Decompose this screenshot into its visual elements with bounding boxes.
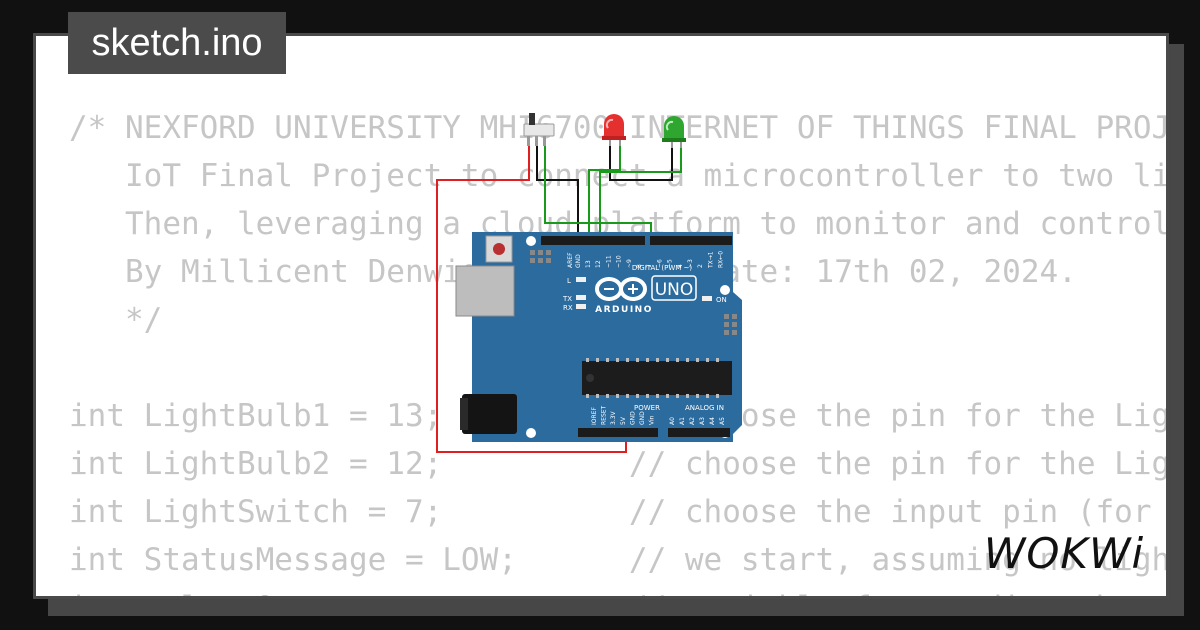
red-wire xyxy=(436,145,627,453)
led-rx-label: RX xyxy=(563,304,573,312)
analog-pin-label: A4 xyxy=(709,417,716,425)
code-line: IoT Final Project to connect a microcont… xyxy=(124,158,1169,194)
code-line: By Millicent Denwigwe Date: 17th 02, 202… xyxy=(124,254,1077,290)
pin-label-gnd: GND xyxy=(575,254,582,268)
digital-pin-label: ~9 xyxy=(626,259,633,268)
arduino-uno-board: UNO ARDUINO DIGITAL (PWM ~) L TX RX ON P… xyxy=(455,232,742,442)
led-tx-label: TX xyxy=(562,295,572,303)
digital-pin-label: 8 xyxy=(636,264,643,268)
slide-switch xyxy=(523,113,555,146)
wires xyxy=(436,143,682,453)
power-pin-label: GND xyxy=(629,411,636,425)
power-pin-label: Vin xyxy=(649,415,656,425)
analog-pin-label: A5 xyxy=(719,417,726,425)
digital-pin-label: ~5 xyxy=(667,259,674,268)
code-line: int LightBulb1 = 13; // choose the pin f… xyxy=(69,398,1169,434)
board-brand-label: ARDUINO xyxy=(595,305,653,315)
black-wire-switch xyxy=(536,145,579,240)
code-line: /* NEXFORD UNIVERSITY MHI6700 INTERNET O… xyxy=(69,110,1169,146)
power-pin-label: IOREF xyxy=(591,407,598,425)
on-label: ON xyxy=(716,296,727,304)
digital-label: DIGITAL (PWM ~) xyxy=(632,264,693,272)
board-model-label: UNO xyxy=(655,280,694,300)
green-led xyxy=(662,116,686,148)
digital-pin-label: TX→1 xyxy=(707,251,714,269)
code-line: int LightSwitch = 7; // choose the input… xyxy=(69,494,1152,530)
green-wire-led-red xyxy=(588,143,621,240)
digital-pin-label: ~11 xyxy=(605,255,612,268)
red-led xyxy=(602,114,626,146)
analog-pin-label: A3 xyxy=(699,417,706,425)
led-l-label: L xyxy=(567,277,571,285)
power-pin-label: 5V xyxy=(620,416,627,425)
code-line: int LightBulb2 = 12; // choose the pin f… xyxy=(69,446,1169,482)
digital-pin-label: 7 xyxy=(646,264,653,268)
code-line: */ xyxy=(69,302,163,338)
analog-pin-label: A1 xyxy=(679,417,686,425)
power-pin-label: 3.3V xyxy=(610,410,617,425)
digital-pin-label: 2 xyxy=(697,264,704,268)
power-label: POWER xyxy=(634,404,660,412)
analog-pin-label: A2 xyxy=(689,417,696,425)
digital-pin-label: 12 xyxy=(595,260,602,268)
black-wire-leds xyxy=(609,143,673,181)
analog-pin-label: A0 xyxy=(669,417,676,425)
wokwi-logo: WOKWi xyxy=(984,529,1144,578)
analog-label: ANALOG IN xyxy=(685,404,724,412)
digital-pin-label: 13 xyxy=(585,260,592,268)
power-pin-label: RESET xyxy=(601,405,608,425)
green-wire-switch xyxy=(544,145,652,240)
file-tab[interactable]: sketch.ino xyxy=(68,12,286,74)
digital-pin-label: ~6 xyxy=(656,259,663,268)
digital-pin-label: RX←0 xyxy=(718,251,725,268)
wokwi-logo-text: WOKWi xyxy=(984,529,1144,578)
digital-pin-label: ~10 xyxy=(616,255,623,268)
arduino-logo xyxy=(595,277,647,301)
power-pin-label: GND xyxy=(639,411,646,425)
green-wire-led-green xyxy=(599,148,682,240)
code-line: int StatusMessage = LOW; // we start, as… xyxy=(69,542,1169,578)
code-line: int val = 0; // variable for reading the… xyxy=(69,584,1166,596)
digital-pin-label: 4 xyxy=(677,264,684,268)
pin-label-aref: AREF xyxy=(567,252,574,268)
digital-pin-label: ~3 xyxy=(687,259,694,268)
